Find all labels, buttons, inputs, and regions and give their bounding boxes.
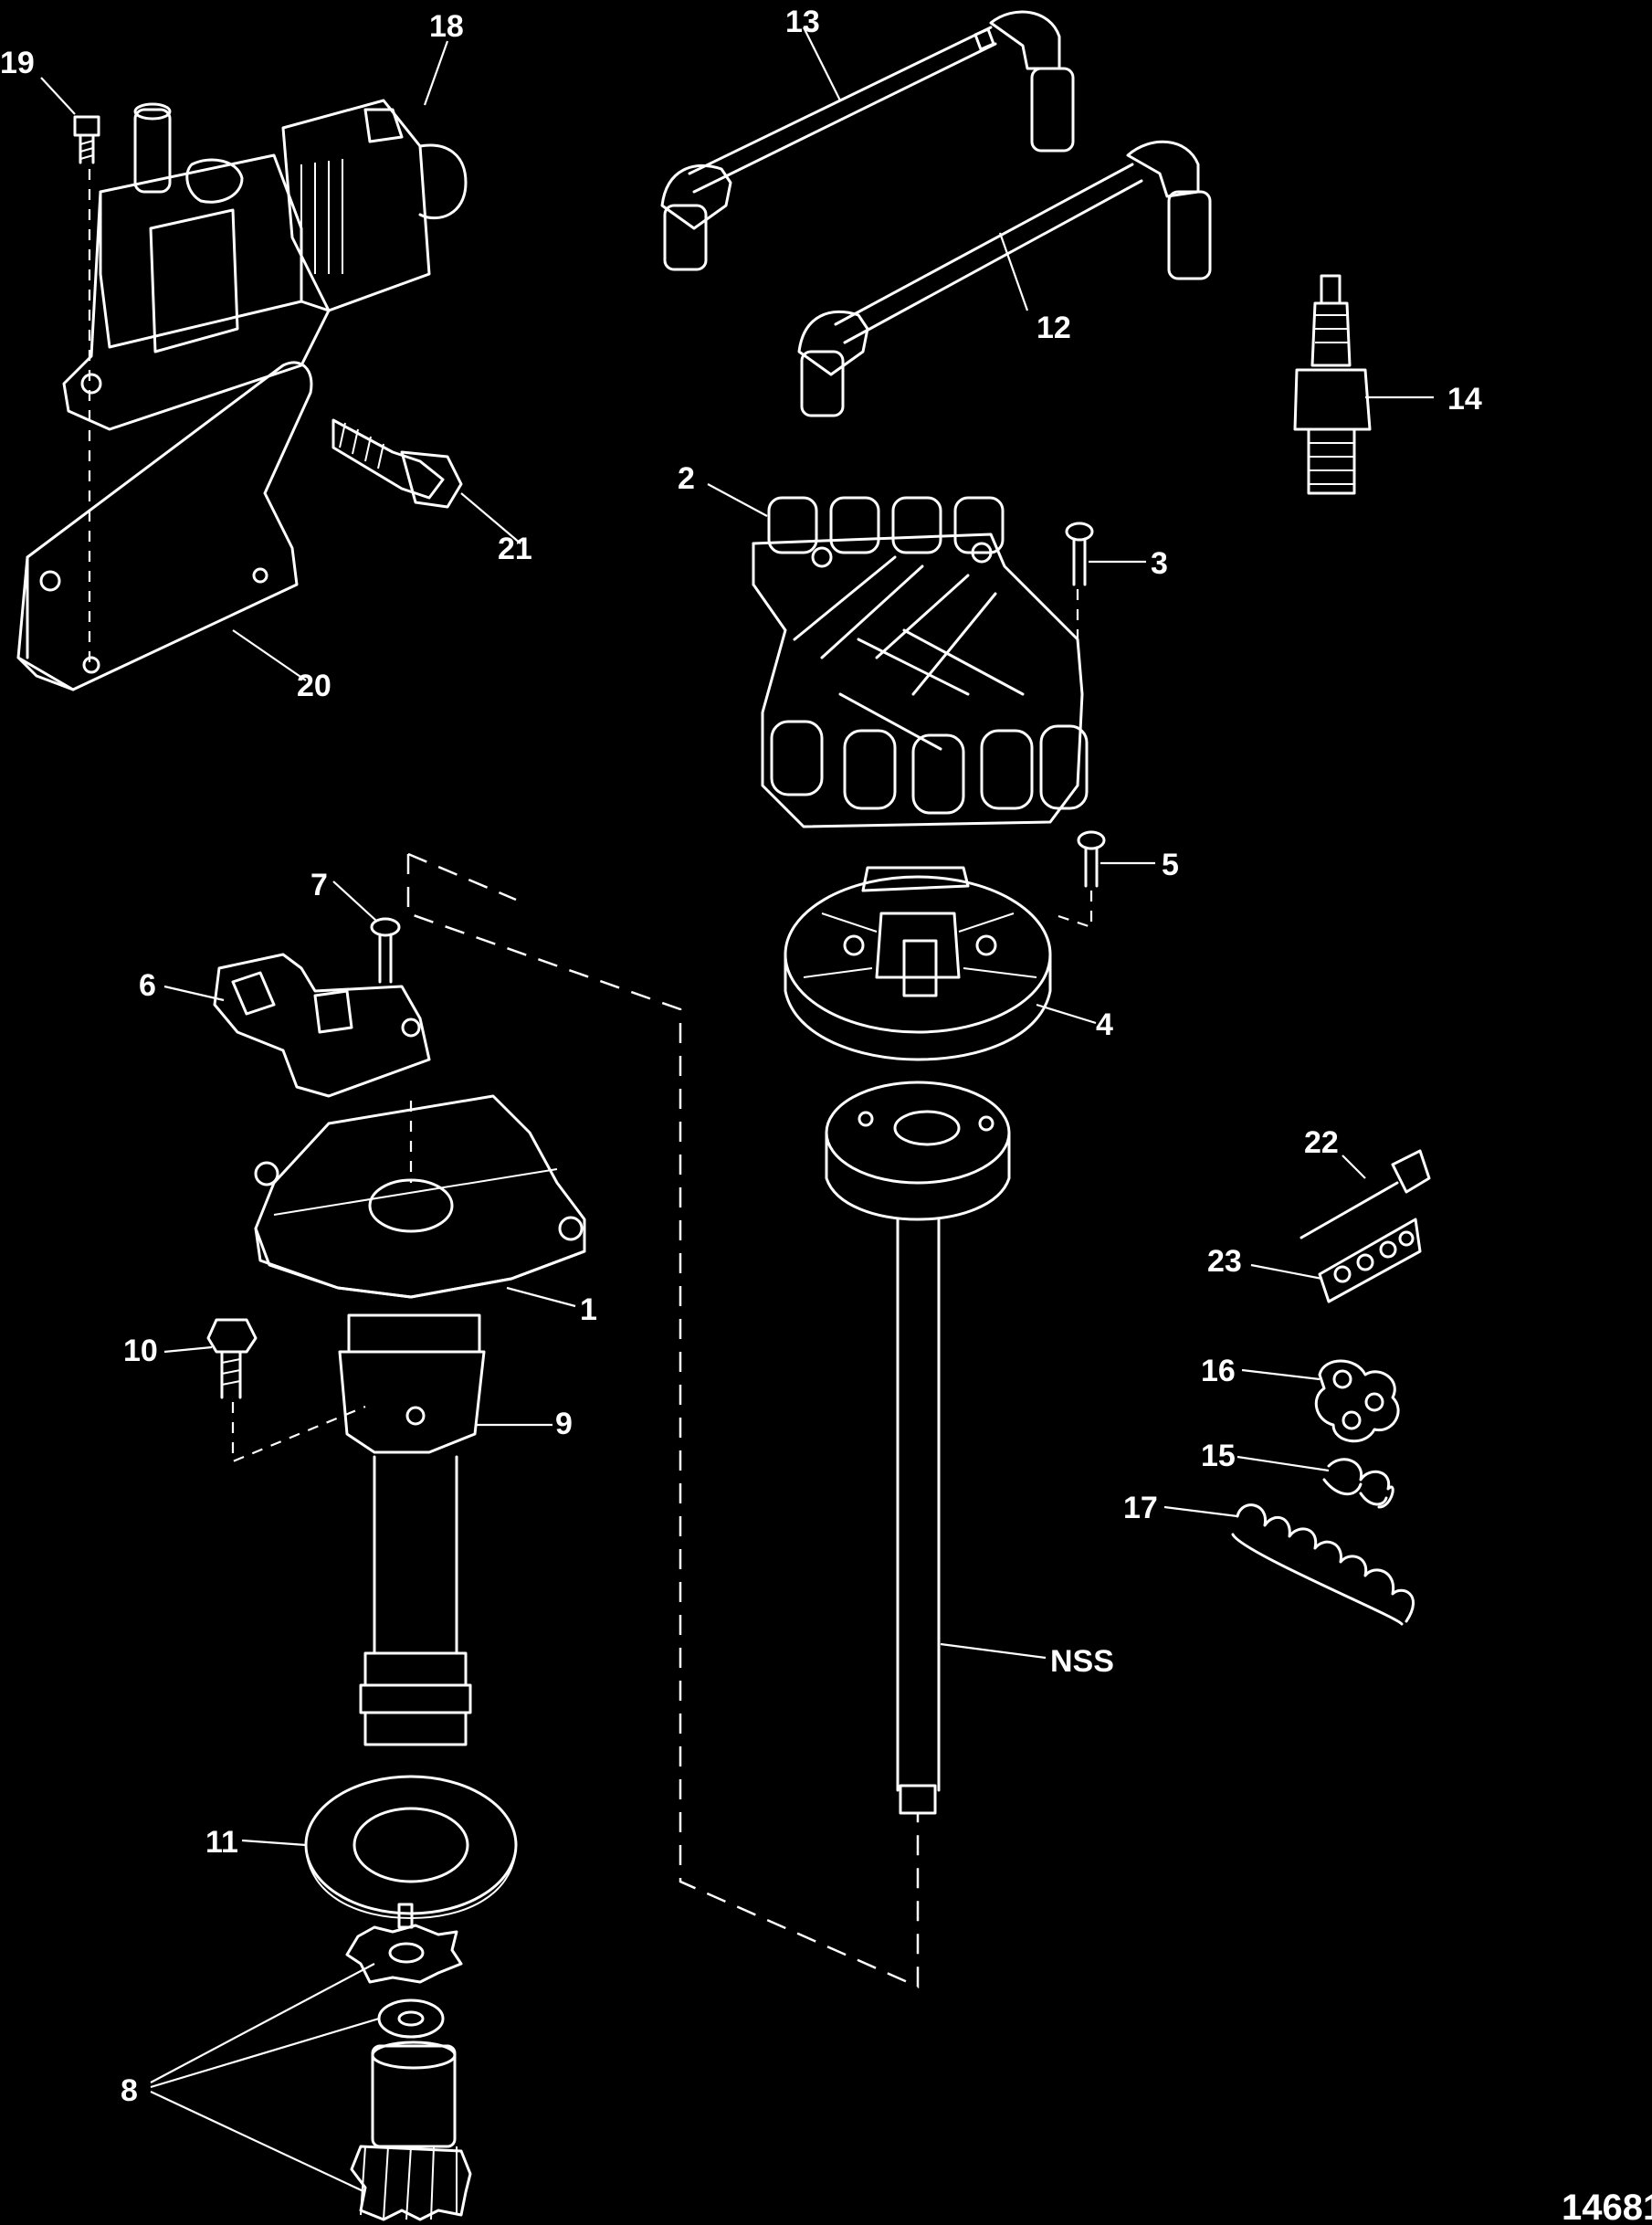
drive-gear-kit [345, 1903, 472, 2221]
cap-screw [1065, 522, 1094, 586]
crankshaft-position-sensor [213, 953, 431, 1098]
callout-17: 17 [1123, 1491, 1158, 1525]
callout-nss: NSS [1050, 1644, 1114, 1679]
assembly-outline [406, 854, 920, 1988]
hold-down-bolt [206, 1318, 258, 1399]
callout-20: 20 [297, 669, 331, 703]
callout-2: 2 [678, 461, 695, 496]
callout-11: 11 [205, 1825, 238, 1860]
distributor-gasket [304, 1775, 518, 1920]
callout-7: 7 [310, 868, 328, 902]
ignition-coil-assembly [62, 99, 468, 431]
callout-1: 1 [580, 1292, 597, 1327]
callout-labels: 19 18 13 12 14 2 3 21 20 5 4 7 6 1 10 9 … [0, 5, 1652, 2225]
wire-clip-four [1231, 1503, 1415, 1626]
rotor-screw-axis [1049, 891, 1093, 929]
callout-15: 15 [1201, 1439, 1236, 1473]
rotor-screw [1077, 830, 1106, 888]
callout-10: 10 [123, 1334, 158, 1368]
callout-18: 18 [429, 9, 464, 44]
callout-5: 5 [1162, 848, 1179, 882]
wire-clip-two [1322, 1458, 1394, 1509]
distributor-housing [254, 1094, 586, 1299]
callout-13: 13 [785, 5, 820, 39]
sensor-screw [370, 917, 401, 984]
cap-rear-towers [767, 496, 1005, 554]
callout-9: 9 [555, 1407, 573, 1441]
wire-separator-block [1318, 1218, 1422, 1303]
callout-21: 21 [498, 532, 532, 566]
distributor-rotor [784, 866, 1052, 1061]
bracket-bolt [331, 418, 463, 509]
pole-piece-and-shaft [825, 1081, 1011, 1815]
callout-8: 8 [121, 2073, 138, 2108]
figure-number: 14681 [1562, 2188, 1652, 2225]
assembly-outline-top [407, 852, 517, 902]
callout-3: 3 [1151, 546, 1168, 581]
callout-19: 19 [0, 46, 35, 80]
callout-leaders [40, 26, 1434, 2193]
callout-23: 23 [1207, 1244, 1242, 1279]
callout-14: 14 [1447, 382, 1482, 417]
distributor-cap [752, 496, 1089, 828]
cap-front-towers [770, 720, 1089, 815]
callout-6: 6 [139, 968, 156, 1003]
distributor-shaft-housing [338, 1313, 486, 1746]
coil-bolt [73, 115, 100, 164]
callout-12: 12 [1036, 311, 1071, 345]
mounting-bracket [16, 361, 313, 691]
wire-clip-three [1314, 1359, 1400, 1443]
spark-plug-wire-short [797, 140, 1212, 417]
callout-22: 22 [1304, 1125, 1339, 1160]
spark-plug [1293, 274, 1372, 495]
callout-16: 16 [1201, 1354, 1236, 1388]
wire-separator-pin [1300, 1149, 1431, 1239]
callout-4: 4 [1096, 1007, 1113, 1042]
